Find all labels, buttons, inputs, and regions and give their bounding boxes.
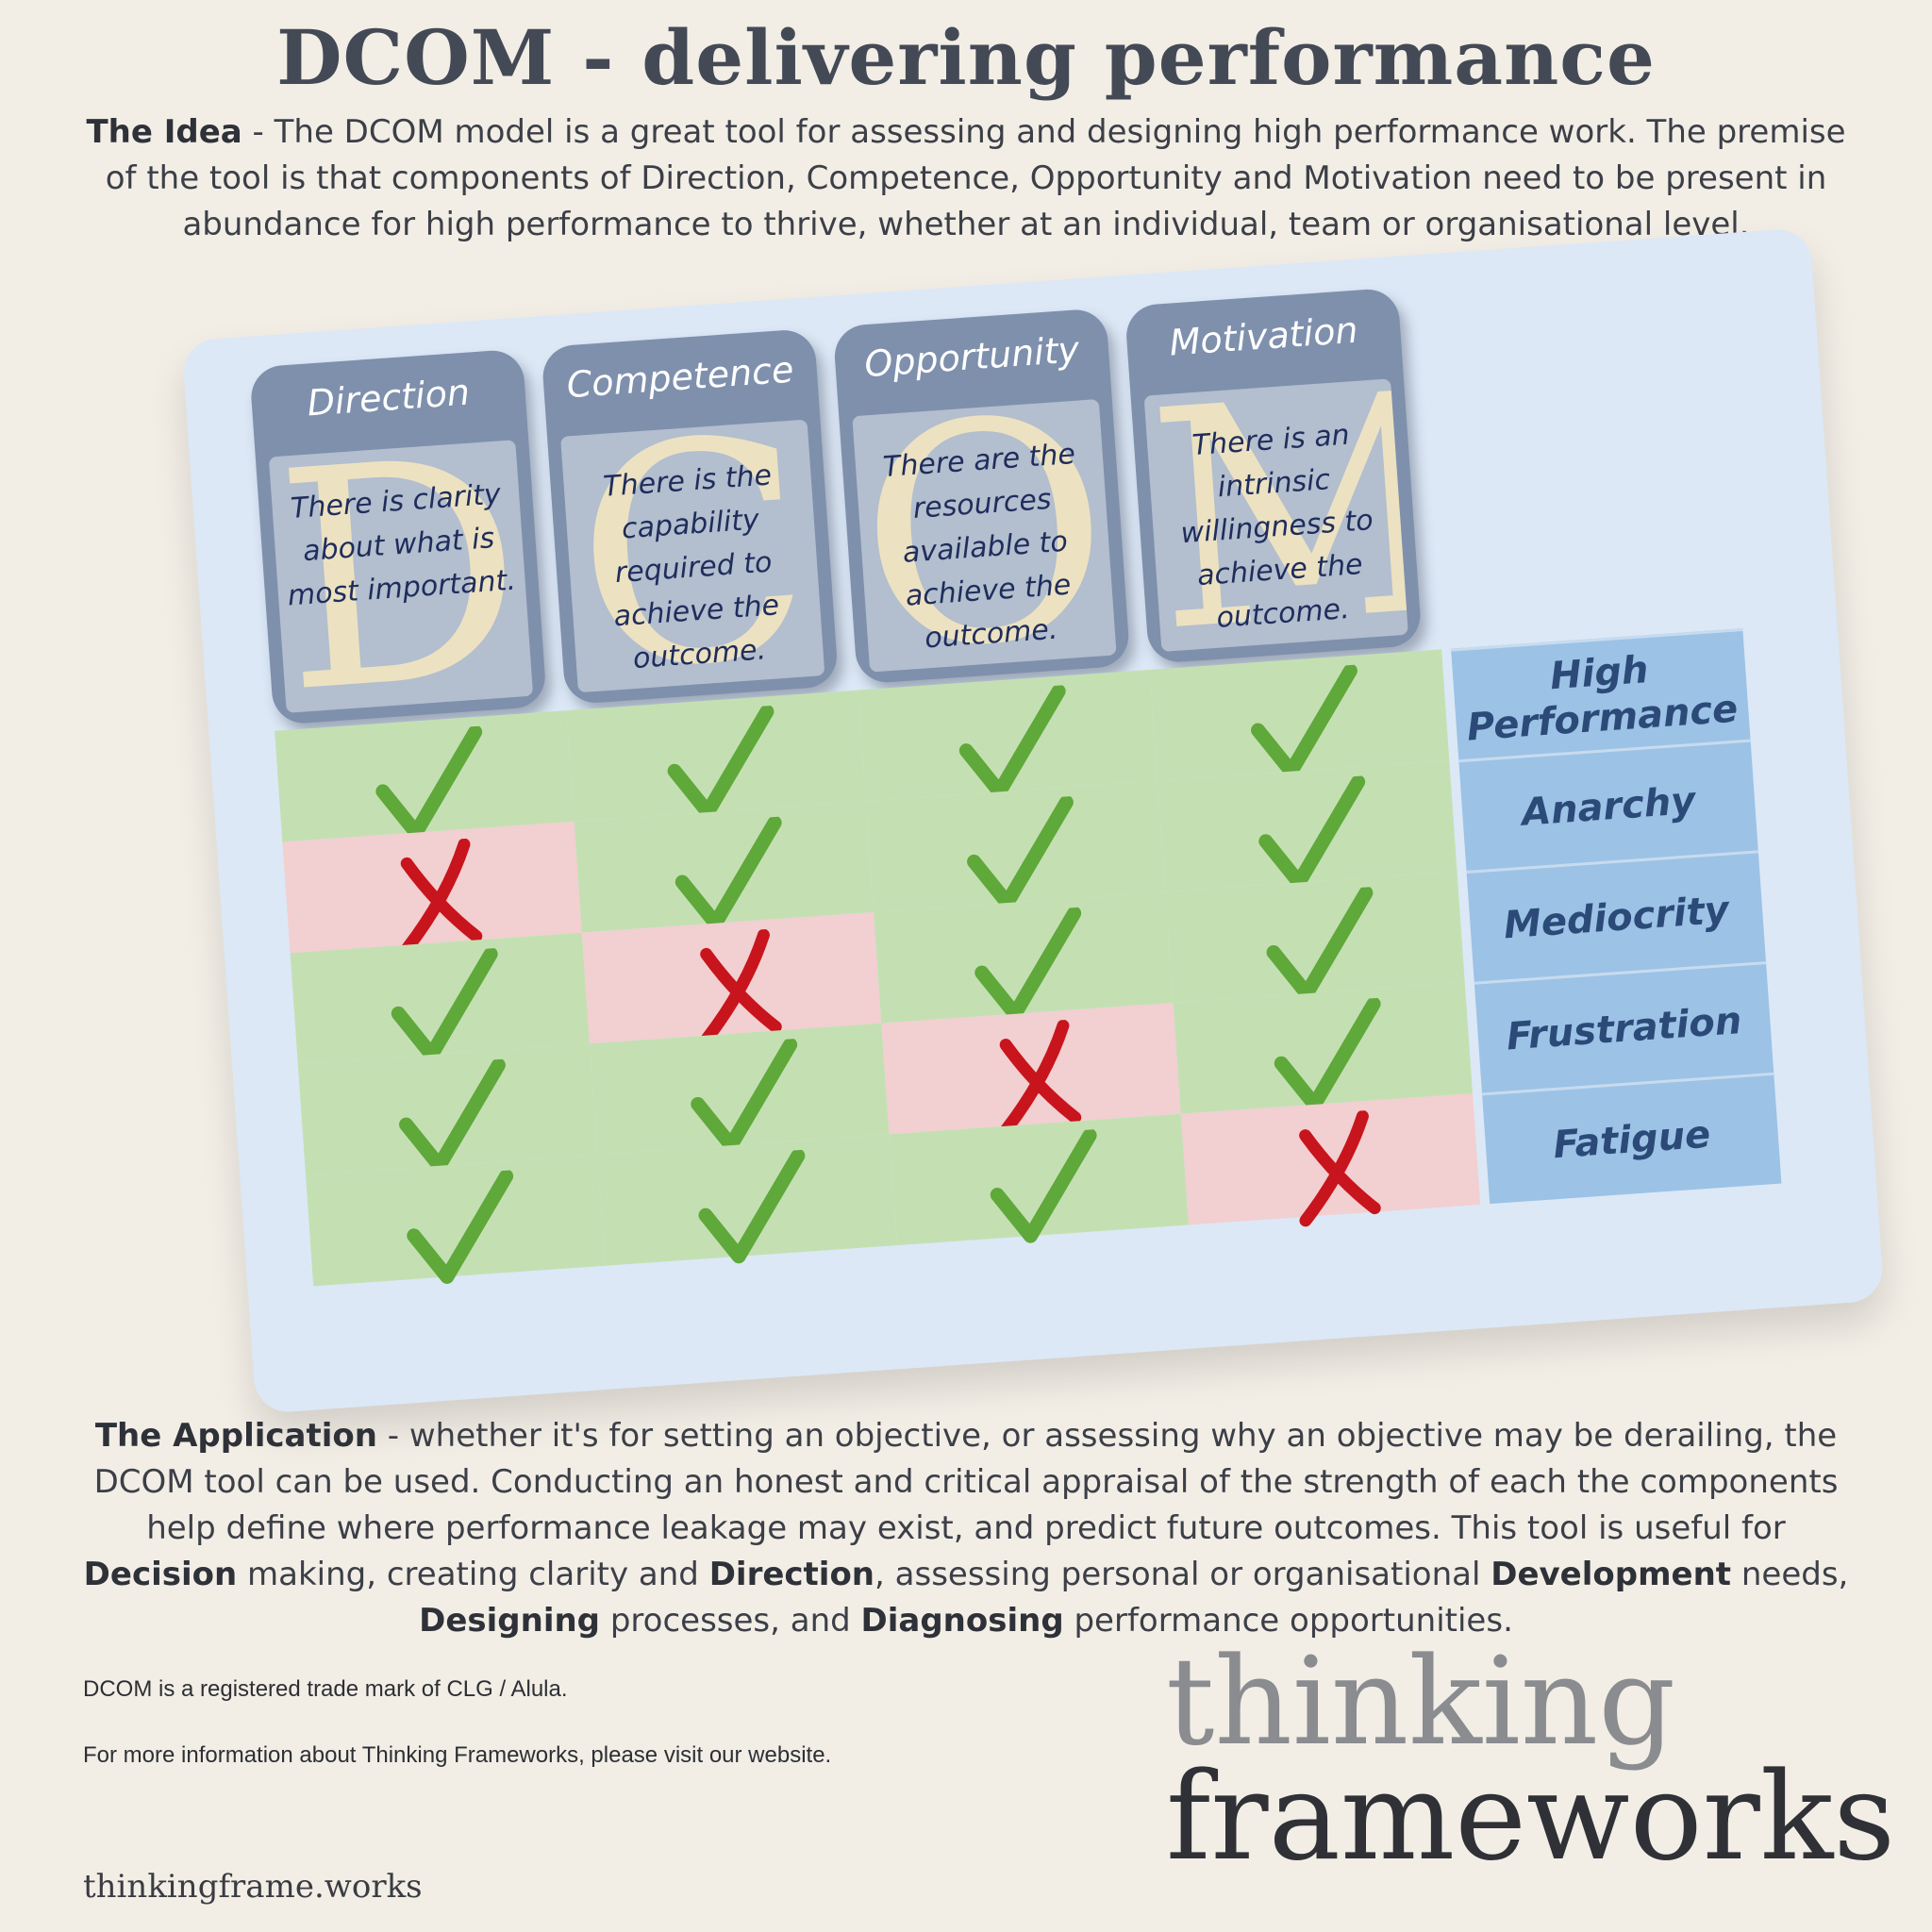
column-description: There is an intrinsic willingness to ach… (1179, 418, 1374, 635)
idea-text: - The DCOM model is a great tool for ass… (105, 113, 1846, 243)
application-paragraph: The Application - whether it's for setti… (66, 1413, 1866, 1644)
cross-icon (700, 928, 782, 1046)
outcome-label: High Performance (1451, 627, 1751, 760)
column-name: Opportunity (862, 328, 1081, 386)
column-description-box: M There is an intrinsic willingness to a… (1143, 378, 1408, 652)
column-description-box: D There is clarity about what is most im… (268, 440, 534, 713)
column-name: Motivation (1168, 308, 1359, 364)
keyword-direction: Direction (708, 1556, 875, 1593)
keyword-decision: Decision (83, 1556, 238, 1593)
trademark-note: DCOM is a registered trade mark of CLG /… (83, 1676, 568, 1702)
column-direction: Direction D There is clarity about what … (249, 348, 547, 725)
column-description: There are the resources available to ach… (881, 437, 1076, 656)
dcom-diagram: Direction D There is clarity about what … (247, 233, 1790, 1418)
application-text: performance opportunities. (1063, 1602, 1513, 1640)
column-name: Direction (306, 371, 472, 425)
outcome-label: Fatigue (1481, 1072, 1782, 1205)
column-opportunity: Opportunity O There are the resources av… (832, 308, 1131, 685)
application-text: needs, (1731, 1556, 1849, 1593)
column-name: Competence (565, 348, 795, 407)
logo-thinking: thinking (1166, 1632, 1676, 1773)
idea-paragraph: The Idea - The DCOM model is a great too… (85, 109, 1847, 248)
application-text: making, creating clarity and (237, 1556, 709, 1593)
application-text: , assessing personal or organisational (874, 1556, 1491, 1593)
column-description: There is clarity about what is most impo… (286, 477, 517, 613)
keyword-designing: Designing (419, 1602, 601, 1640)
outcome-label: Anarchy (1458, 739, 1758, 872)
keyword-development: Development (1491, 1556, 1732, 1593)
application-text: processes, and (600, 1602, 861, 1640)
cross-icon (1299, 1109, 1381, 1227)
idea-label: The Idea (86, 113, 242, 151)
website-link[interactable]: thinkingframe.works (83, 1868, 423, 1906)
column-description-box: C There is the capability required to ac… (560, 419, 825, 693)
application-text: - whether it's for setting an objective,… (93, 1417, 1839, 1547)
check-icon (698, 1149, 806, 1264)
keyword-diagnosing: Diagnosing (860, 1602, 1064, 1640)
page-title: DCOM - delivering performance (276, 13, 1656, 102)
application-label: The Application (94, 1417, 377, 1455)
info-note: For more information about Thinking Fram… (83, 1742, 832, 1768)
column-description: There is the capability required to achi… (602, 458, 781, 676)
logo-frameworks: frameworks (1166, 1747, 1896, 1888)
check-icon (990, 1129, 1097, 1243)
column-description-box: O There are the resources available to a… (852, 398, 1117, 673)
cross-icon (400, 838, 483, 956)
outcome-label: Mediocrity (1466, 850, 1766, 982)
cross-icon (999, 1019, 1082, 1137)
check-icon (407, 1170, 514, 1284)
column-motivation: Motivation M There is an intrinsic willi… (1124, 287, 1423, 664)
outcome-label: Frustration (1474, 961, 1774, 1093)
column-competence: Competence C There is the capability req… (541, 327, 840, 706)
